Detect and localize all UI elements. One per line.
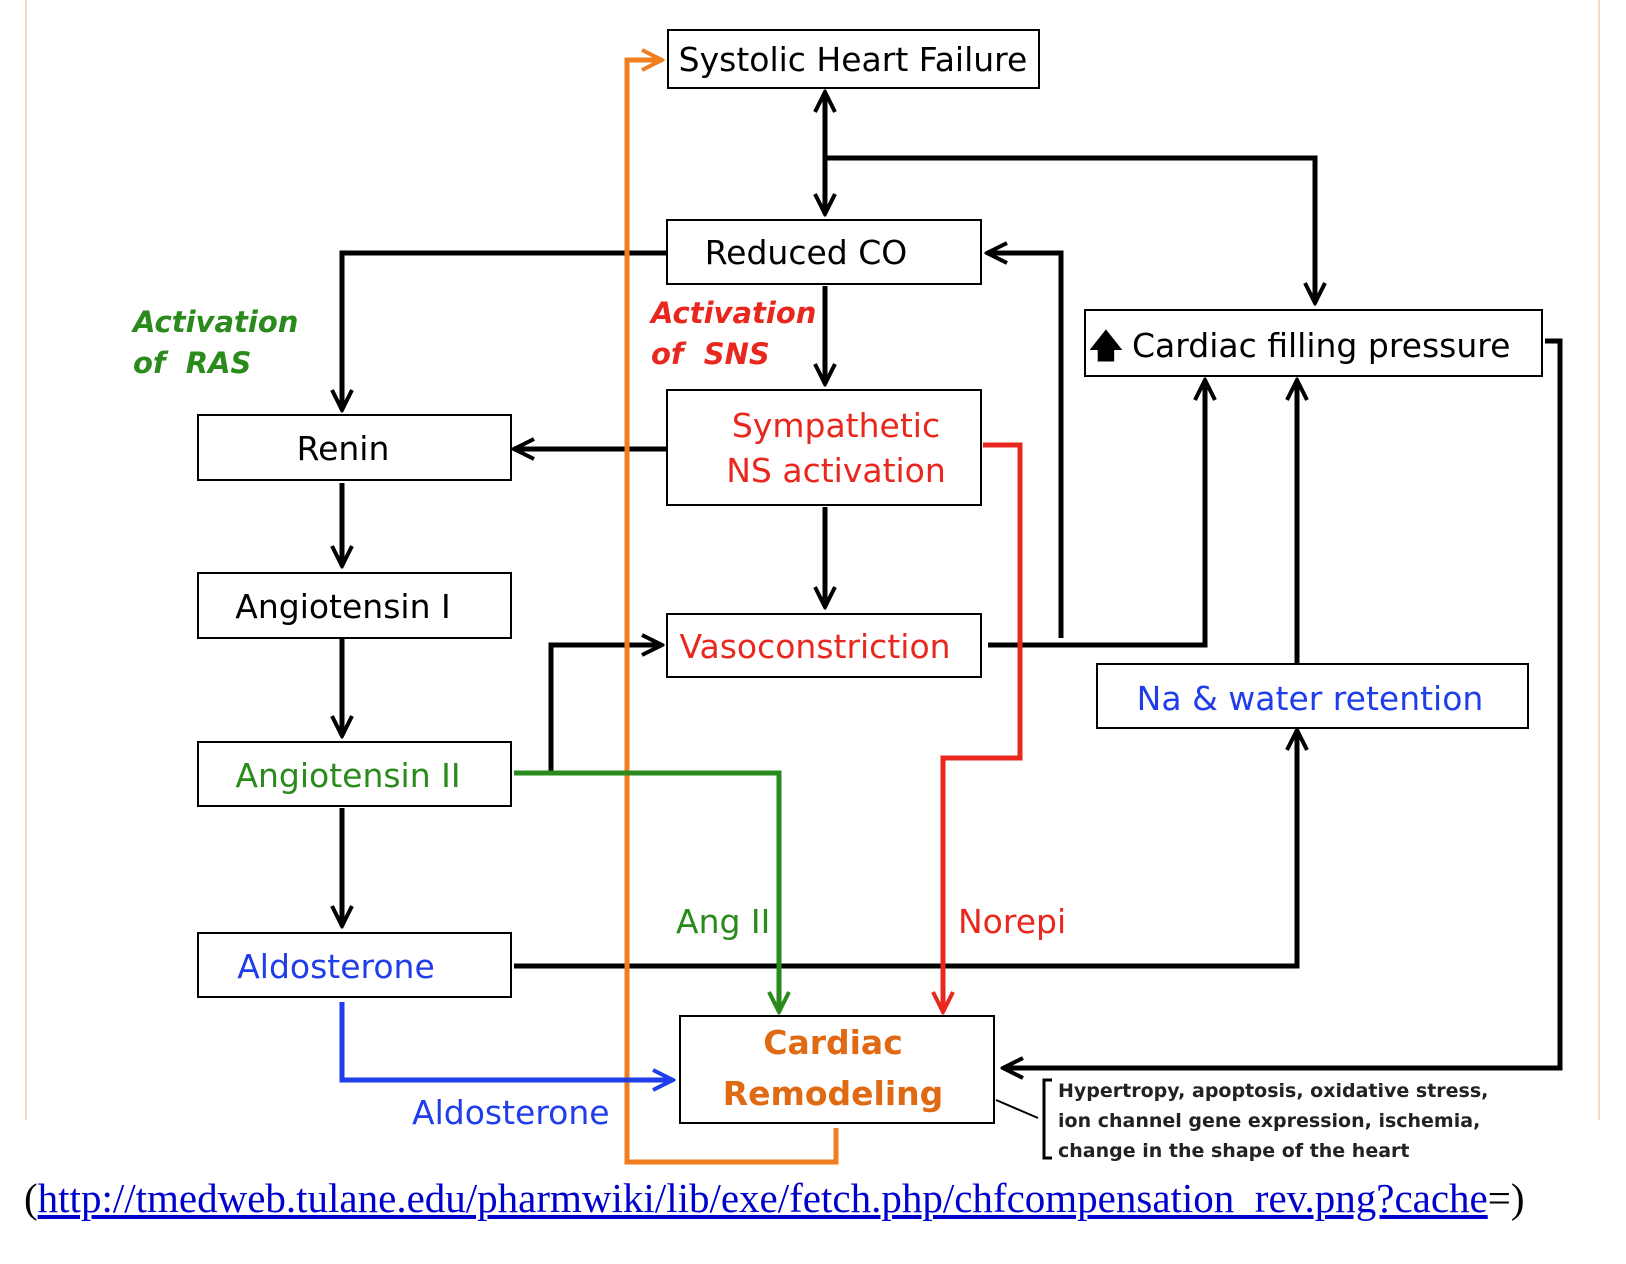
note-leader <box>995 1099 1039 1119</box>
box-remodeling-line1: Cardiac <box>763 1023 903 1062</box>
label-activation-sns-2: of SNS <box>651 337 770 371</box>
box-sympathetic: Sympathetic NS activation <box>666 389 982 506</box>
arrow-vaso-co <box>987 253 1064 638</box>
box-sympathetic-line2: NS activation <box>726 451 946 490</box>
label-activation-sns-1: Activation <box>649 296 816 330</box>
label-ang-ii: Ang II <box>676 902 770 941</box>
arrow-ang2-vaso <box>514 645 662 776</box>
arrow-filling-remodeling <box>1003 338 1563 1068</box>
label-aldosterone-arrow: Aldosterone <box>412 1093 610 1132</box>
source-link[interactable]: http://tmedweb.tulane.edu/pharmwiki/lib/… <box>37 1175 1488 1221</box>
caption-open-paren: ( <box>24 1175 38 1221</box>
box-aldosterone-label: Aldosterone <box>237 947 435 986</box>
box-sympathetic-line1: Sympathetic <box>732 406 940 445</box>
chf-compensation-diagram: Systolic Heart Failure Reduced CO 🡅 Card… <box>25 0 1600 1165</box>
box-systolic-hf-label: Systolic Heart Failure <box>679 40 1028 79</box>
box-reduced-co-label: Reduced CO <box>705 233 908 272</box>
box-renin: Renin <box>197 414 512 481</box>
note-line-3: change in the shape of the heart <box>1058 1140 1410 1162</box>
note-bracket <box>1042 1078 1052 1160</box>
label-activation-ras-1: Activation <box>131 305 298 339</box>
label-norepi: Norepi <box>958 902 1066 941</box>
box-vasoconstriction-label: Vasoconstriction <box>679 627 950 666</box>
arrow-co-renin <box>342 250 666 410</box>
arrow-remodeling-hf <box>624 60 839 1165</box>
note-line-2: ion channel gene expression, ischemia, <box>1058 1110 1480 1132</box>
arrow-aldosterone <box>339 1002 673 1080</box>
box-filling-pressure: 🡅 Cardiac filling pressure <box>1084 309 1543 377</box>
box-angiotensin-2: Angiotensin II <box>197 741 512 807</box>
box-angiotensin-2-label: Angiotensin II <box>235 756 460 795</box>
arrow-norepi <box>943 442 1023 1012</box>
arrow-vaso-filling <box>988 380 1205 648</box>
arrow-hf-filling <box>825 155 1315 303</box>
caption-close: =) <box>1487 1175 1525 1221</box>
box-na-water-label: Na & water retention <box>1137 679 1484 718</box>
arrow-aldo-na <box>514 730 1297 969</box>
box-renin-label: Renin <box>297 429 390 468</box>
box-reduced-co: Reduced CO <box>666 219 982 285</box>
box-angiotensin-1-label: Angiotensin I <box>235 587 450 626</box>
box-systolic-hf: Systolic Heart Failure <box>667 29 1040 89</box>
box-angiotensin-1: Angiotensin I <box>197 572 512 639</box>
up-arrow-icon: 🡅 <box>1089 326 1123 365</box>
note-line-1: Hypertropy, apoptosis, oxidative stress, <box>1058 1080 1488 1102</box>
box-na-water: Na & water retention <box>1096 663 1529 729</box>
label-activation-ras-2: of RAS <box>133 346 251 380</box>
box-filling-pressure-label: Cardiac filling pressure <box>1132 326 1510 365</box>
box-remodeling-line2: Remodeling <box>723 1074 944 1113</box>
box-cardiac-remodeling: Cardiac Remodeling <box>679 1015 995 1124</box>
box-vasoconstriction: Vasoconstriction <box>666 613 982 678</box>
box-aldosterone: Aldosterone <box>197 932 512 998</box>
source-caption: (http://tmedweb.tulane.edu/pharmwiki/lib… <box>24 1174 1604 1222</box>
arrow-angii <box>514 770 779 1012</box>
